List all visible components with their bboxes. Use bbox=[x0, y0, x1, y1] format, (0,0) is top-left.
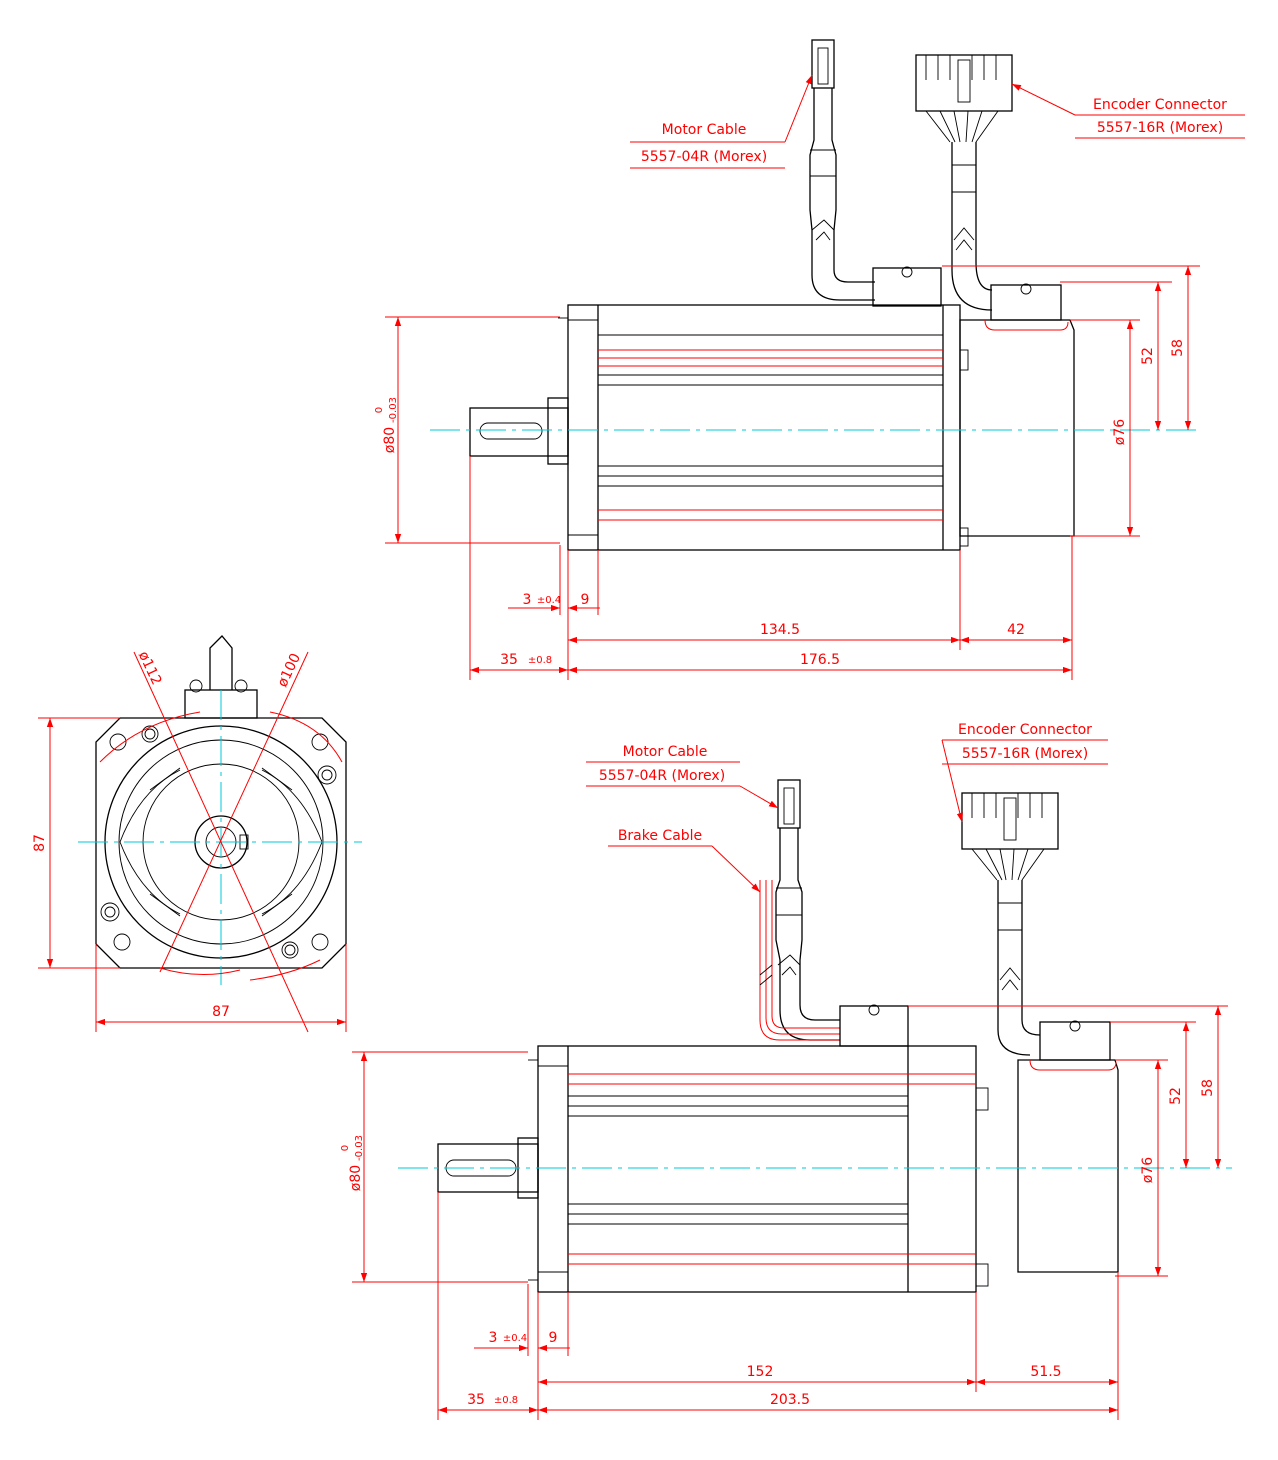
bottom-motor-cable-part: 5557-04R (Morex) bbox=[599, 768, 725, 784]
bottom-motor-cable bbox=[775, 779, 840, 1041]
bottom-d3: 3 bbox=[489, 1330, 498, 1346]
bottom-encoder-label: Encoder Connector bbox=[958, 722, 1092, 738]
bottom-d9: 9 bbox=[549, 1330, 558, 1346]
top-d3-tol: ±0.4 bbox=[537, 595, 561, 606]
bottom-d51: 51.5 bbox=[1030, 1364, 1061, 1380]
svg-text:87: 87 bbox=[32, 834, 48, 852]
top-encoder-cable bbox=[915, 54, 1013, 311]
bottom-motor-cable-callout: Motor Cable 5557-04R (Morex) bbox=[586, 744, 779, 809]
top-motor-cable-part: 5557-04R (Morex) bbox=[641, 149, 767, 165]
bottom-flange-tol-lower: -0.03 bbox=[354, 1135, 365, 1161]
top-encoder-part: 5557-16R (Morex) bbox=[1097, 120, 1223, 136]
top-encoder-dia-dim: ø76 bbox=[1070, 319, 1140, 537]
front-dia112: ø112 bbox=[135, 649, 164, 688]
bottom-brake-callout: Brake Cable bbox=[608, 828, 761, 893]
front-mount-holes bbox=[100, 725, 337, 959]
top-d9: 9 bbox=[581, 592, 590, 608]
bottom-flange-dia-dim: ø80 0 -0.03 bbox=[340, 1051, 528, 1283]
top-flange-tol-upper: 0 bbox=[374, 407, 385, 413]
top-d52-dim: 52 bbox=[1060, 281, 1172, 430]
svg-text:ø76: ø76 bbox=[1112, 419, 1128, 445]
svg-text:ø80: ø80 bbox=[382, 427, 398, 453]
svg-text:ø76: ø76 bbox=[1140, 1157, 1156, 1183]
top-d52: 52 bbox=[1140, 347, 1156, 365]
bottom-d35-tol: ±0.8 bbox=[494, 1395, 518, 1406]
bottom-flange-tol-upper: 0 bbox=[340, 1145, 351, 1151]
top-flange-dia-dim: ø80 0 -0.03 bbox=[374, 316, 560, 544]
top-d176: 176.5 bbox=[800, 652, 840, 668]
bottom-encoder-part: 5557-16R (Morex) bbox=[962, 746, 1088, 762]
bottom-body-fins bbox=[568, 1073, 976, 1265]
bottom-flange-dia: ø80 bbox=[348, 1165, 364, 1191]
bottom-d3-tol: ±0.4 bbox=[503, 1333, 527, 1344]
top-d35-tol: ±0.8 bbox=[528, 655, 552, 666]
svg-text:58: 58 bbox=[1200, 1079, 1216, 1097]
bottom-d58-dim: 58 bbox=[908, 1005, 1228, 1168]
svg-text:52: 52 bbox=[1168, 1087, 1184, 1105]
bottom-brake-cable bbox=[759, 880, 840, 1041]
top-encoder-label: Encoder Connector bbox=[1093, 97, 1227, 113]
front-width: 87 bbox=[212, 1004, 230, 1020]
bottom-motor-cable-label: Motor Cable bbox=[623, 744, 708, 760]
svg-text:-0.03: -0.03 bbox=[388, 397, 399, 423]
top-flange-dia: ø80 bbox=[382, 427, 398, 453]
top-motor-cable bbox=[809, 39, 875, 301]
svg-text:52: 52 bbox=[1140, 347, 1156, 365]
top-d42: 42 bbox=[1007, 622, 1025, 638]
top-d58: 58 bbox=[1170, 339, 1186, 357]
svg-text:58: 58 bbox=[1170, 339, 1186, 357]
top-encoder-callout: Encoder Connector 5557-16R (Morex) bbox=[1011, 83, 1245, 139]
bottom-encoder-dia-dim: ø76 bbox=[1115, 1059, 1168, 1277]
top-d35: 35 bbox=[500, 652, 518, 668]
bottom-d152: 152 bbox=[747, 1364, 774, 1380]
bottom-encoder-dia: ø76 bbox=[1140, 1157, 1156, 1183]
bottom-encoder-cable bbox=[961, 792, 1059, 1056]
top-encoder-dia: ø76 bbox=[1112, 419, 1128, 445]
top-body-fins bbox=[598, 334, 943, 521]
bottom-d203: 203.5 bbox=[770, 1392, 810, 1408]
bottom-d35: 35 bbox=[467, 1392, 485, 1408]
bottom-brake-label: Brake Cable bbox=[618, 828, 702, 844]
bottom-encoder-callout: Encoder Connector 5557-16R (Morex) bbox=[941, 722, 1108, 823]
svg-text:ø80: ø80 bbox=[348, 1165, 364, 1191]
front-view: ø112 ø100 87 87 bbox=[32, 635, 362, 1033]
svg-text:0: 0 bbox=[340, 1145, 351, 1151]
svg-text:-0.03: -0.03 bbox=[354, 1135, 365, 1161]
bottom-d52-dim: 52 bbox=[1110, 1021, 1196, 1168]
top-side-view: Motor Cable 5557-04R (Morex) Encoder Con… bbox=[374, 39, 1245, 680]
top-d58-dim: 58 bbox=[942, 265, 1200, 430]
top-horizontal-dims: 3 ±0.4 9 134.5 42 35 ±0.8 176.5 bbox=[469, 456, 1073, 680]
bottom-d58: 58 bbox=[1200, 1079, 1216, 1097]
front-height: 87 bbox=[32, 834, 48, 852]
svg-text:0: 0 bbox=[374, 407, 385, 413]
top-motor-cable-label: Motor Cable bbox=[662, 122, 747, 138]
svg-text:ø112: ø112 bbox=[135, 649, 164, 688]
bottom-side-view: Motor Cable 5557-04R (Morex) Brake Cable… bbox=[340, 722, 1232, 1420]
top-d3: 3 bbox=[523, 592, 532, 608]
top-motor-cable-callout: Motor Cable 5557-04R (Morex) bbox=[630, 74, 813, 169]
bottom-horizontal-dims: 3 ±0.4 9 152 51.5 35 ±0.8 203.5 bbox=[437, 1192, 1119, 1420]
top-d134: 134.5 bbox=[760, 622, 800, 638]
top-flange-tol-lower: -0.03 bbox=[388, 397, 399, 423]
bottom-d52: 52 bbox=[1168, 1087, 1184, 1105]
